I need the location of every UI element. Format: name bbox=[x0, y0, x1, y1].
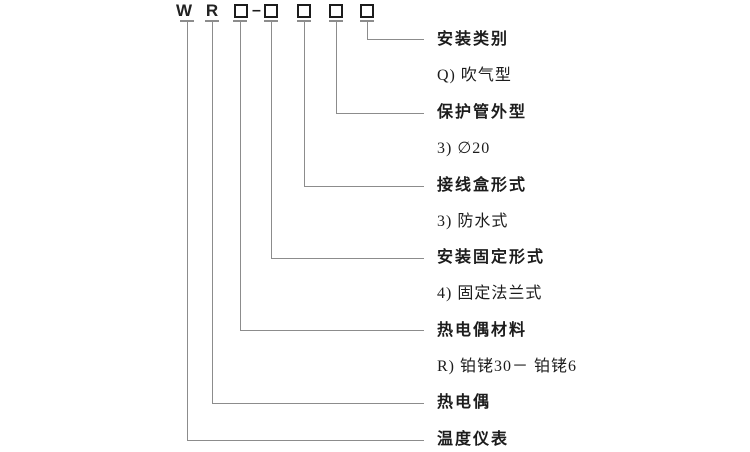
value-thermocouple-material: R) 铂铑30－ 铂铑6 bbox=[437, 358, 578, 375]
label-thermocouple: 热电偶 bbox=[437, 394, 492, 411]
leader-line-junction-box-type bbox=[304, 186, 424, 187]
vertical-line-junction-box-type bbox=[304, 21, 305, 186]
vertical-line-thermocouple bbox=[212, 21, 213, 403]
vertical-line-installation-category bbox=[367, 21, 368, 39]
leader-line-installation-category bbox=[367, 39, 424, 40]
vertical-line-temperature-instrument bbox=[187, 21, 188, 440]
code-letter-r: R bbox=[205, 1, 219, 20]
value-protection-tube-type: 3) ∅20 bbox=[437, 140, 491, 157]
label-mounting-type: 安装固定形式 bbox=[437, 249, 546, 266]
code-separator-dash: – bbox=[252, 2, 261, 19]
label-installation-category: 安装类别 bbox=[437, 31, 510, 48]
value-mounting-type: 4) 固定法兰式 bbox=[437, 285, 543, 302]
leader-line-thermocouple bbox=[212, 403, 424, 404]
leader-line-temperature-instrument bbox=[187, 440, 424, 441]
vertical-line-mounting-type bbox=[271, 21, 272, 258]
label-protection-tube-type: 保护管外型 bbox=[437, 104, 528, 121]
vertical-line-thermocouple-material bbox=[240, 21, 241, 330]
code-box bbox=[234, 4, 248, 18]
value-installation-category: Q) 吹气型 bbox=[437, 67, 512, 84]
code-box bbox=[329, 4, 343, 18]
code-box bbox=[297, 4, 311, 18]
label-thermocouple-material: 热电偶材料 bbox=[437, 322, 528, 339]
value-junction-box-type: 3) 防水式 bbox=[437, 213, 509, 230]
leader-line-mounting-type bbox=[271, 258, 424, 259]
label-junction-box-type: 接线盒形式 bbox=[437, 177, 528, 194]
code-letter-w: W bbox=[175, 1, 193, 20]
code-box bbox=[360, 4, 374, 18]
label-temperature-instrument: 温度仪表 bbox=[437, 431, 510, 448]
vertical-line-protection-tube-type bbox=[336, 21, 337, 113]
code-box bbox=[264, 4, 278, 18]
leader-line-thermocouple-material bbox=[240, 330, 424, 331]
leader-line-protection-tube-type bbox=[336, 113, 424, 114]
